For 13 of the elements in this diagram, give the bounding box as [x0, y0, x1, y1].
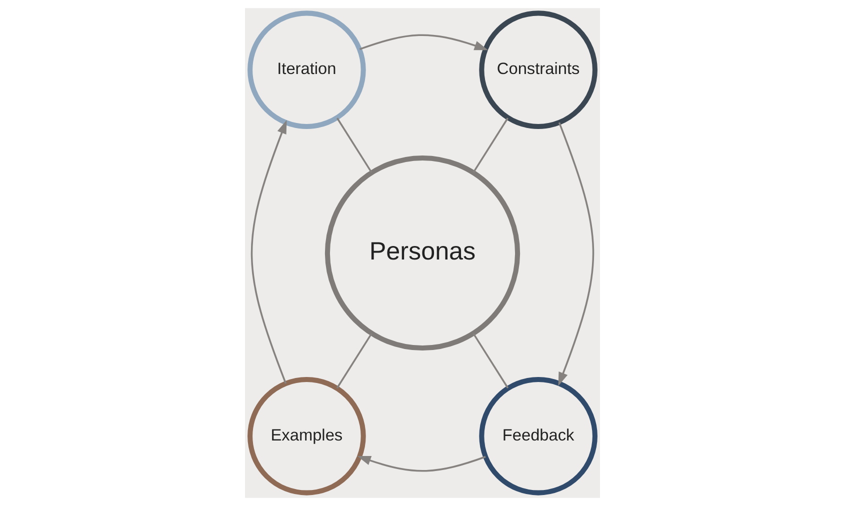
arrow: [250, 120, 286, 384]
arrow: [558, 122, 594, 386]
arrow: [356, 456, 486, 472]
node-circle: Constraints: [478, 10, 597, 129]
connector: [336, 118, 372, 173]
node-circle: Iteration: [247, 10, 366, 129]
connector: [472, 333, 508, 388]
connector: [336, 333, 372, 388]
node-circle: Personas: [324, 155, 520, 351]
arrow: [358, 34, 488, 50]
connector: [472, 118, 508, 173]
node-circle: Examples: [247, 377, 366, 496]
node-circle: Feedback: [478, 377, 597, 496]
